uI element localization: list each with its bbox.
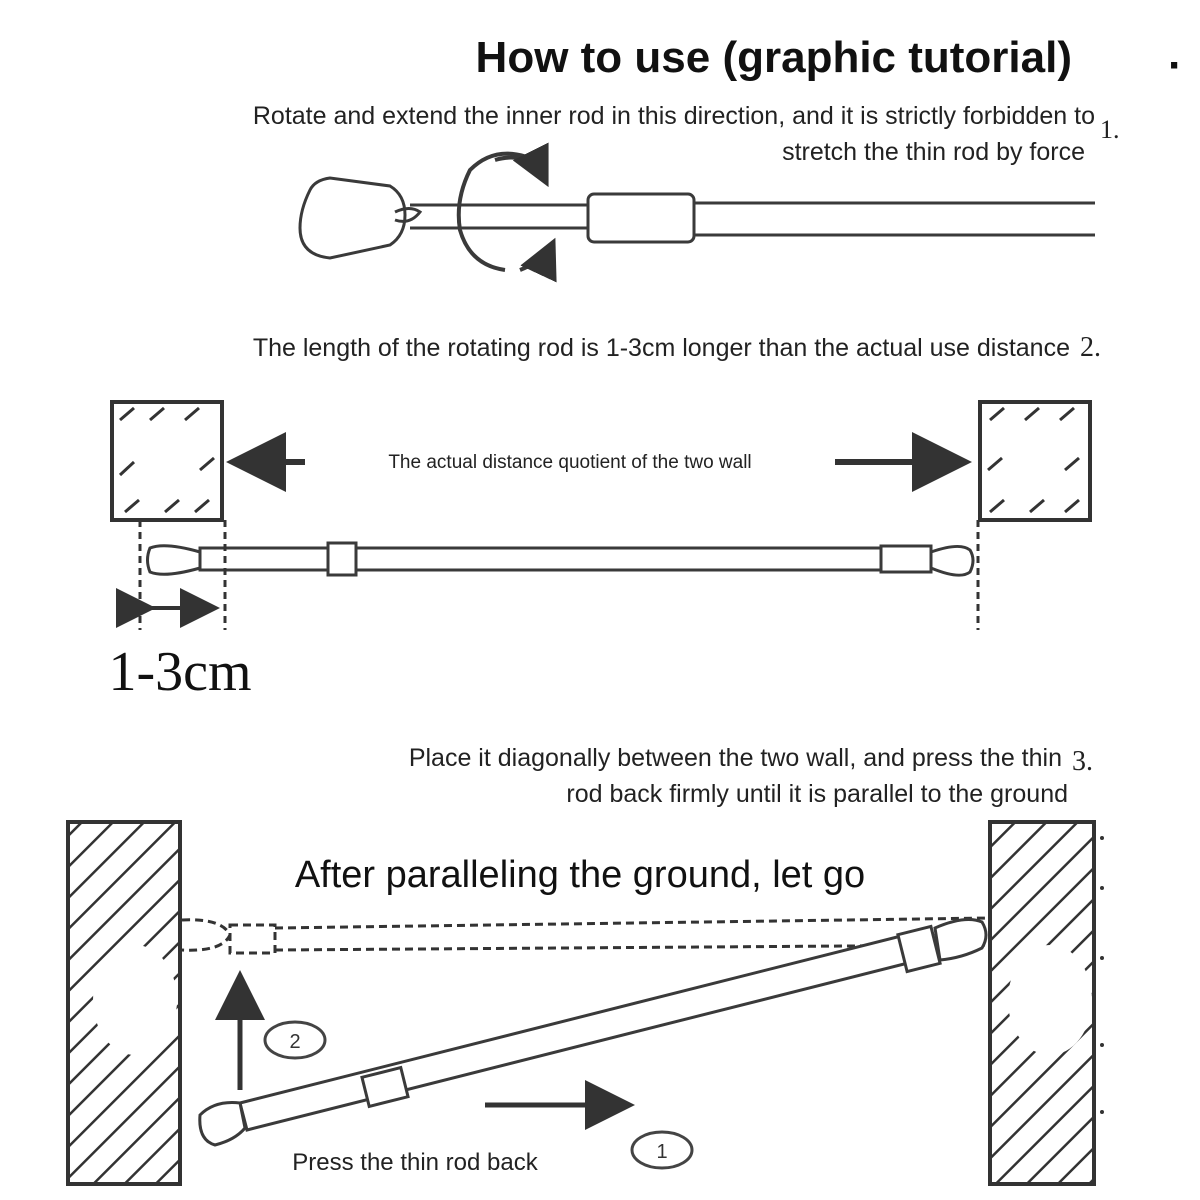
diagonal-rod-sleeve [360,1065,410,1109]
step-badge-1-label: 1 [656,1141,667,1163]
rod-sleeve [326,541,358,577]
diagonal-rod-outer [238,933,914,1132]
step3-number: 3. [1072,746,1093,777]
step-badge-2 [263,1020,327,1060]
step1-number: 1. [1100,115,1120,144]
bullet-dot: · [1168,41,1183,90]
step-badge-2-label: 2 [289,1031,300,1053]
distance-label: The actual distance quotient of the two … [388,452,751,473]
step2-text: The length of the rotating rod is 1-3cm … [253,334,1070,362]
rod-right-cap [929,545,975,577]
step2-diagram: The actual distance quotient of the two … [108,400,1092,703]
step1-line1: Rotate and extend the inner rod in this … [253,102,1095,130]
diagonal-rod-joint [896,924,942,974]
step2-number: 2. [1080,332,1101,363]
step-badge-1 [630,1130,694,1170]
rod-left-cap [146,544,202,576]
press-label: Press the thin rod back [292,1149,538,1176]
left-wall [110,400,224,522]
step3-line1: Place it diagonally between the two wall… [409,744,1062,772]
step1-line2: stretch the thin rod by force [782,138,1085,166]
rotation-arrow-icon [456,151,546,272]
rod-knob [298,176,407,260]
rod-joint [586,192,696,244]
page-title: How to use (graphic tutorial) [476,33,1072,82]
after-label: After paralleling the ground, let go [295,854,865,896]
step1-rod-illustration [298,142,1095,283]
step3-line2: rod back firmly until it is parallel to … [566,780,1068,808]
step3-diagram: After paralleling the ground, let go 2 1… [66,820,1104,1186]
extra-length-label: 1-3cm [108,641,251,703]
diagonal-rod-right-cap [933,918,988,962]
diagonal-rod-left-cap [198,1101,247,1147]
